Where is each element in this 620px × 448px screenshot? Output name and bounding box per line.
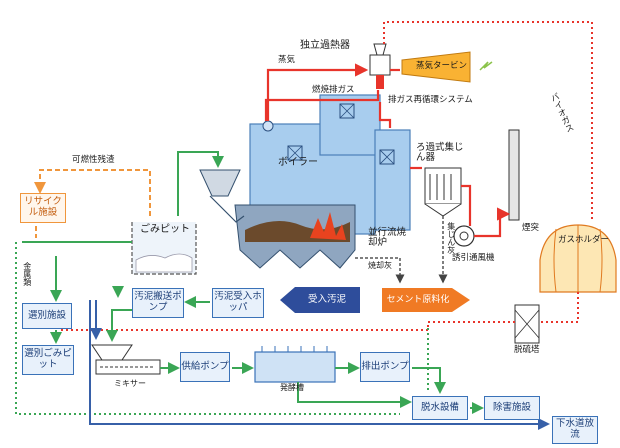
ash-lines [355, 216, 448, 284]
label-chimney: 煙突 [522, 223, 540, 233]
dewatering-box: 脱水設備 [412, 396, 468, 420]
green-dotted-lines [15, 242, 429, 415]
label-fly-ash: 集じん灰 [446, 222, 456, 254]
label-gas-holder: ガスホルダー [558, 235, 610, 245]
garbage-pit [131, 222, 197, 275]
label-metals: 金属類 [22, 262, 32, 286]
green-flow-lines [22, 151, 484, 414]
cement-material-box: セメント原料化 [386, 294, 450, 305]
label-steam: 蒸気 [278, 55, 296, 65]
fermenter-tank [254, 346, 336, 383]
incinerator-furnace [234, 204, 356, 269]
label-mixer: ミキサー [114, 379, 146, 388]
label-independent-superheater: 独立過熱器 [300, 40, 350, 51]
discharge-pump-box: 排出ポンプ [360, 352, 410, 382]
cement-material-arrow [382, 288, 470, 312]
steam-lines [264, 63, 511, 238]
incoming-sludge-arrow [280, 287, 360, 313]
sludge-pump-box: 汚泥搬送ポンプ [132, 288, 184, 318]
induced-draft-fan [453, 225, 475, 247]
label-boiler: ボイラー [278, 157, 318, 168]
label-fermenter: 発酵槽 [280, 383, 304, 392]
boiler-unit [249, 94, 411, 235]
blue-flow-lines [89, 300, 550, 430]
feed-pump-box: 供給ポンプ [180, 352, 230, 382]
mixer-unit [91, 344, 161, 375]
bag-filter [424, 167, 462, 217]
residue-lines [34, 169, 151, 238]
label-desulfurizer: 脱硫塔 [514, 345, 540, 355]
waste-hopper [199, 169, 245, 223]
sewer-discharge-box: 下水道放流 [552, 416, 598, 444]
detox-box: 除害施設 [484, 396, 540, 420]
superheater-unit [369, 43, 391, 89]
chimney [508, 129, 520, 221]
sorted-pit-box: 選別ごみピット [22, 345, 74, 375]
label-incineration-ash: 焼却灰 [368, 261, 392, 270]
label-garbage-pit: ごみピット [140, 224, 190, 235]
label-induced-fan: 誘引通風機 [452, 253, 495, 263]
label-steam-turbine: 蒸気タービン [416, 61, 468, 71]
steam-turbine [401, 51, 493, 83]
recycle-facility-box: リサイクル施設 [20, 193, 66, 223]
desulfurizer-tower [514, 304, 540, 344]
bio-gas-lines [60, 21, 593, 331]
label-parallel-furnace: 並行流焼却炉 [368, 227, 407, 249]
label-exhaust-recirculation: 排ガス再循環システム [388, 95, 473, 105]
sorting-facility-box: 選別施設 [22, 303, 72, 329]
label-combustion-exhaust: 燃焼排ガス [312, 85, 355, 95]
label-combustible-residue: 可燃性残渣 [72, 155, 115, 165]
incoming-sludge-box: 受入汚泥 [307, 293, 346, 305]
label-bag-filter: ろ過式集じん器 [416, 142, 464, 164]
sludge-hopper-box: 汚泥受入ホッパ [212, 288, 264, 318]
gas-holder [539, 224, 617, 293]
